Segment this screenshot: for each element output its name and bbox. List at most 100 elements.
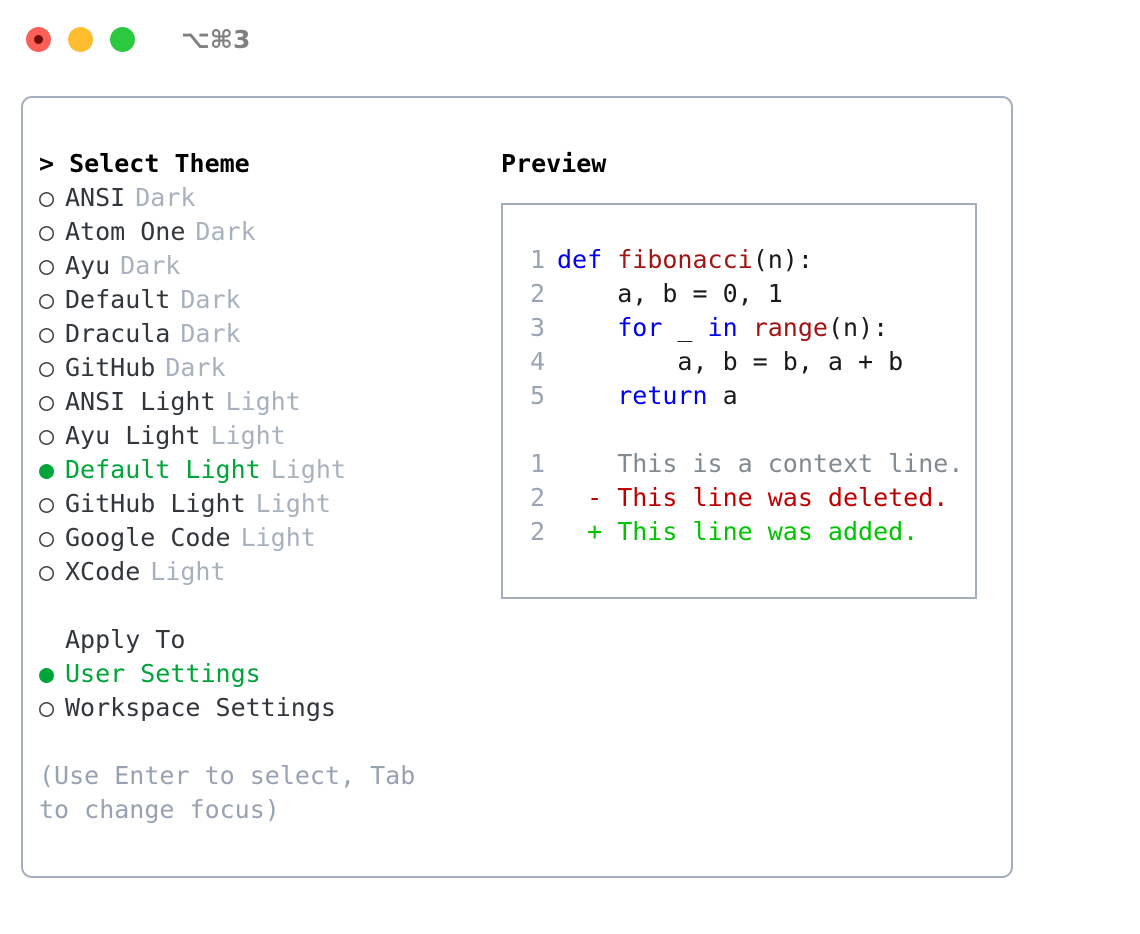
theme-option-label: Default <box>65 285 171 314</box>
radio-unselected-icon: ○ <box>39 285 55 314</box>
code-token-plain <box>557 313 617 342</box>
theme-option-tag: Light <box>210 421 286 450</box>
theme-option-label: ANSI Light <box>65 387 216 416</box>
code-line: 2 a, b = 0, 1 <box>517 277 975 311</box>
diff-line-ctx: 1 This is a context line. <box>517 447 975 481</box>
theme-option-ayu-light[interactable]: ○ Ayu Light Light <box>39 419 469 453</box>
radio-unselected-icon: ○ <box>39 353 55 382</box>
code-line-text: a, b = b, a + b <box>557 345 903 379</box>
apply-to-option-user-settings[interactable]: ● User Settings <box>39 657 469 691</box>
apply-to-list[interactable]: ● User Settings ○ Workspace Settings <box>39 657 469 725</box>
theme-option-tag: Dark <box>165 353 226 382</box>
radio-selected-icon: ● <box>39 659 55 688</box>
code-token-plain: a, b = b, a + b <box>557 347 904 376</box>
code-token-kw: return <box>617 381 708 410</box>
code-line-text: return a <box>557 379 738 413</box>
preview-spacer <box>517 413 975 447</box>
radio-selected-icon: ● <box>39 455 55 484</box>
close-button[interactable] <box>26 26 51 52</box>
theme-option-label: Google Code <box>65 523 231 552</box>
minimize-button[interactable] <box>68 26 93 52</box>
code-token-kw: for <box>617 313 663 342</box>
diff-line-del: 2 - This line was deleted. <box>517 481 975 515</box>
theme-option-label: Dracula <box>65 319 171 348</box>
theme-option-tag: Dark <box>135 183 196 212</box>
keyboard-shortcut-label: ⌥⌘3 <box>181 24 251 54</box>
diff-line-text: - This line was deleted. <box>557 483 949 512</box>
select-theme-header: > Select Theme <box>39 149 250 178</box>
apply-to-option-workspace-settings[interactable]: ○ Workspace Settings <box>39 691 469 725</box>
theme-option-github[interactable]: ○ GitHub Dark <box>39 351 469 385</box>
code-line: 1 def fibonacci(n): <box>517 243 975 277</box>
radio-unselected-icon: ○ <box>39 319 55 348</box>
diff-line-text: + This line was added. <box>557 517 919 546</box>
theme-option-label: Atom One <box>65 217 186 246</box>
title-bar: ⌥⌘3 <box>0 0 1140 78</box>
code-line-number: 2 <box>529 279 545 308</box>
diff-line-number: 1 <box>529 449 545 478</box>
code-line: 4 a, b = b, a + b <box>517 345 975 379</box>
code-line-number: 1 <box>529 245 545 274</box>
code-token-plain <box>738 313 753 342</box>
code-token-plain: (n): <box>752 245 813 274</box>
theme-option-ansi-light[interactable]: ○ ANSI Light Light <box>39 385 469 419</box>
apply-to-header: Apply To <box>65 625 186 654</box>
radio-unselected-icon: ○ <box>39 557 55 586</box>
theme-option-tag: Light <box>255 489 331 518</box>
code-token-kw: in <box>707 313 738 342</box>
code-token-plain: a, b = 0, 1 <box>557 279 783 308</box>
apply-to-option-label: User Settings <box>65 659 261 688</box>
theme-option-label: GitHub Light <box>65 489 246 518</box>
theme-option-tag: Light <box>150 557 226 586</box>
theme-option-label: Ayu Light <box>65 421 201 450</box>
preview-title: Preview <box>501 149 607 178</box>
radio-unselected-icon: ○ <box>39 183 55 212</box>
theme-option-tag: Dark <box>120 251 181 280</box>
theme-option-tag: Light <box>240 523 316 552</box>
theme-option-tag: Light <box>270 455 346 484</box>
theme-option-label: GitHub <box>65 353 156 382</box>
code-token-plain: (n): <box>827 313 889 342</box>
theme-option-label: XCode <box>65 557 141 586</box>
theme-option-tag: Light <box>225 387 301 416</box>
code-token-kw: def <box>557 245 618 274</box>
theme-option-default-light[interactable]: ● Default Light Light <box>39 453 469 487</box>
theme-option-google-code[interactable]: ○ Google Code Light <box>39 521 469 555</box>
theme-option-dracula[interactable]: ○ Dracula Dark <box>39 317 469 351</box>
zoom-button[interactable] <box>110 26 135 52</box>
keyboard-hint-text: (Use Enter to select, Tab to change focu… <box>39 761 416 824</box>
code-line-text: def fibonacci(n): <box>557 243 813 277</box>
radio-unselected-icon: ○ <box>39 523 55 552</box>
apply-to-option-label: Workspace Settings <box>65 693 336 722</box>
theme-option-label: Default Light <box>65 455 261 484</box>
theme-option-tag: Dark <box>180 285 241 314</box>
radio-unselected-icon: ○ <box>39 421 55 450</box>
theme-option-label: Ayu <box>65 251 111 280</box>
code-line-number: 3 <box>529 313 545 342</box>
diff-line-text: This is a context line. <box>557 449 964 478</box>
diff-line-number: 2 <box>529 517 545 546</box>
theme-option-xcode[interactable]: ○ XCode Light <box>39 555 469 589</box>
radio-unselected-icon: ○ <box>39 387 55 416</box>
diff-sample: 1 This is a context line.2 - This line w… <box>517 447 975 549</box>
diff-line-number: 2 <box>529 483 545 512</box>
code-line-number: 5 <box>529 381 545 410</box>
code-token-plain: a <box>707 381 738 410</box>
code-token-fn: range <box>752 313 828 342</box>
radio-unselected-icon: ○ <box>39 693 55 722</box>
theme-option-default[interactable]: ○ Default Dark <box>39 283 469 317</box>
window-controls <box>26 26 135 52</box>
code-line: 5 return a <box>517 379 975 413</box>
theme-option-tag: Dark <box>180 319 241 348</box>
